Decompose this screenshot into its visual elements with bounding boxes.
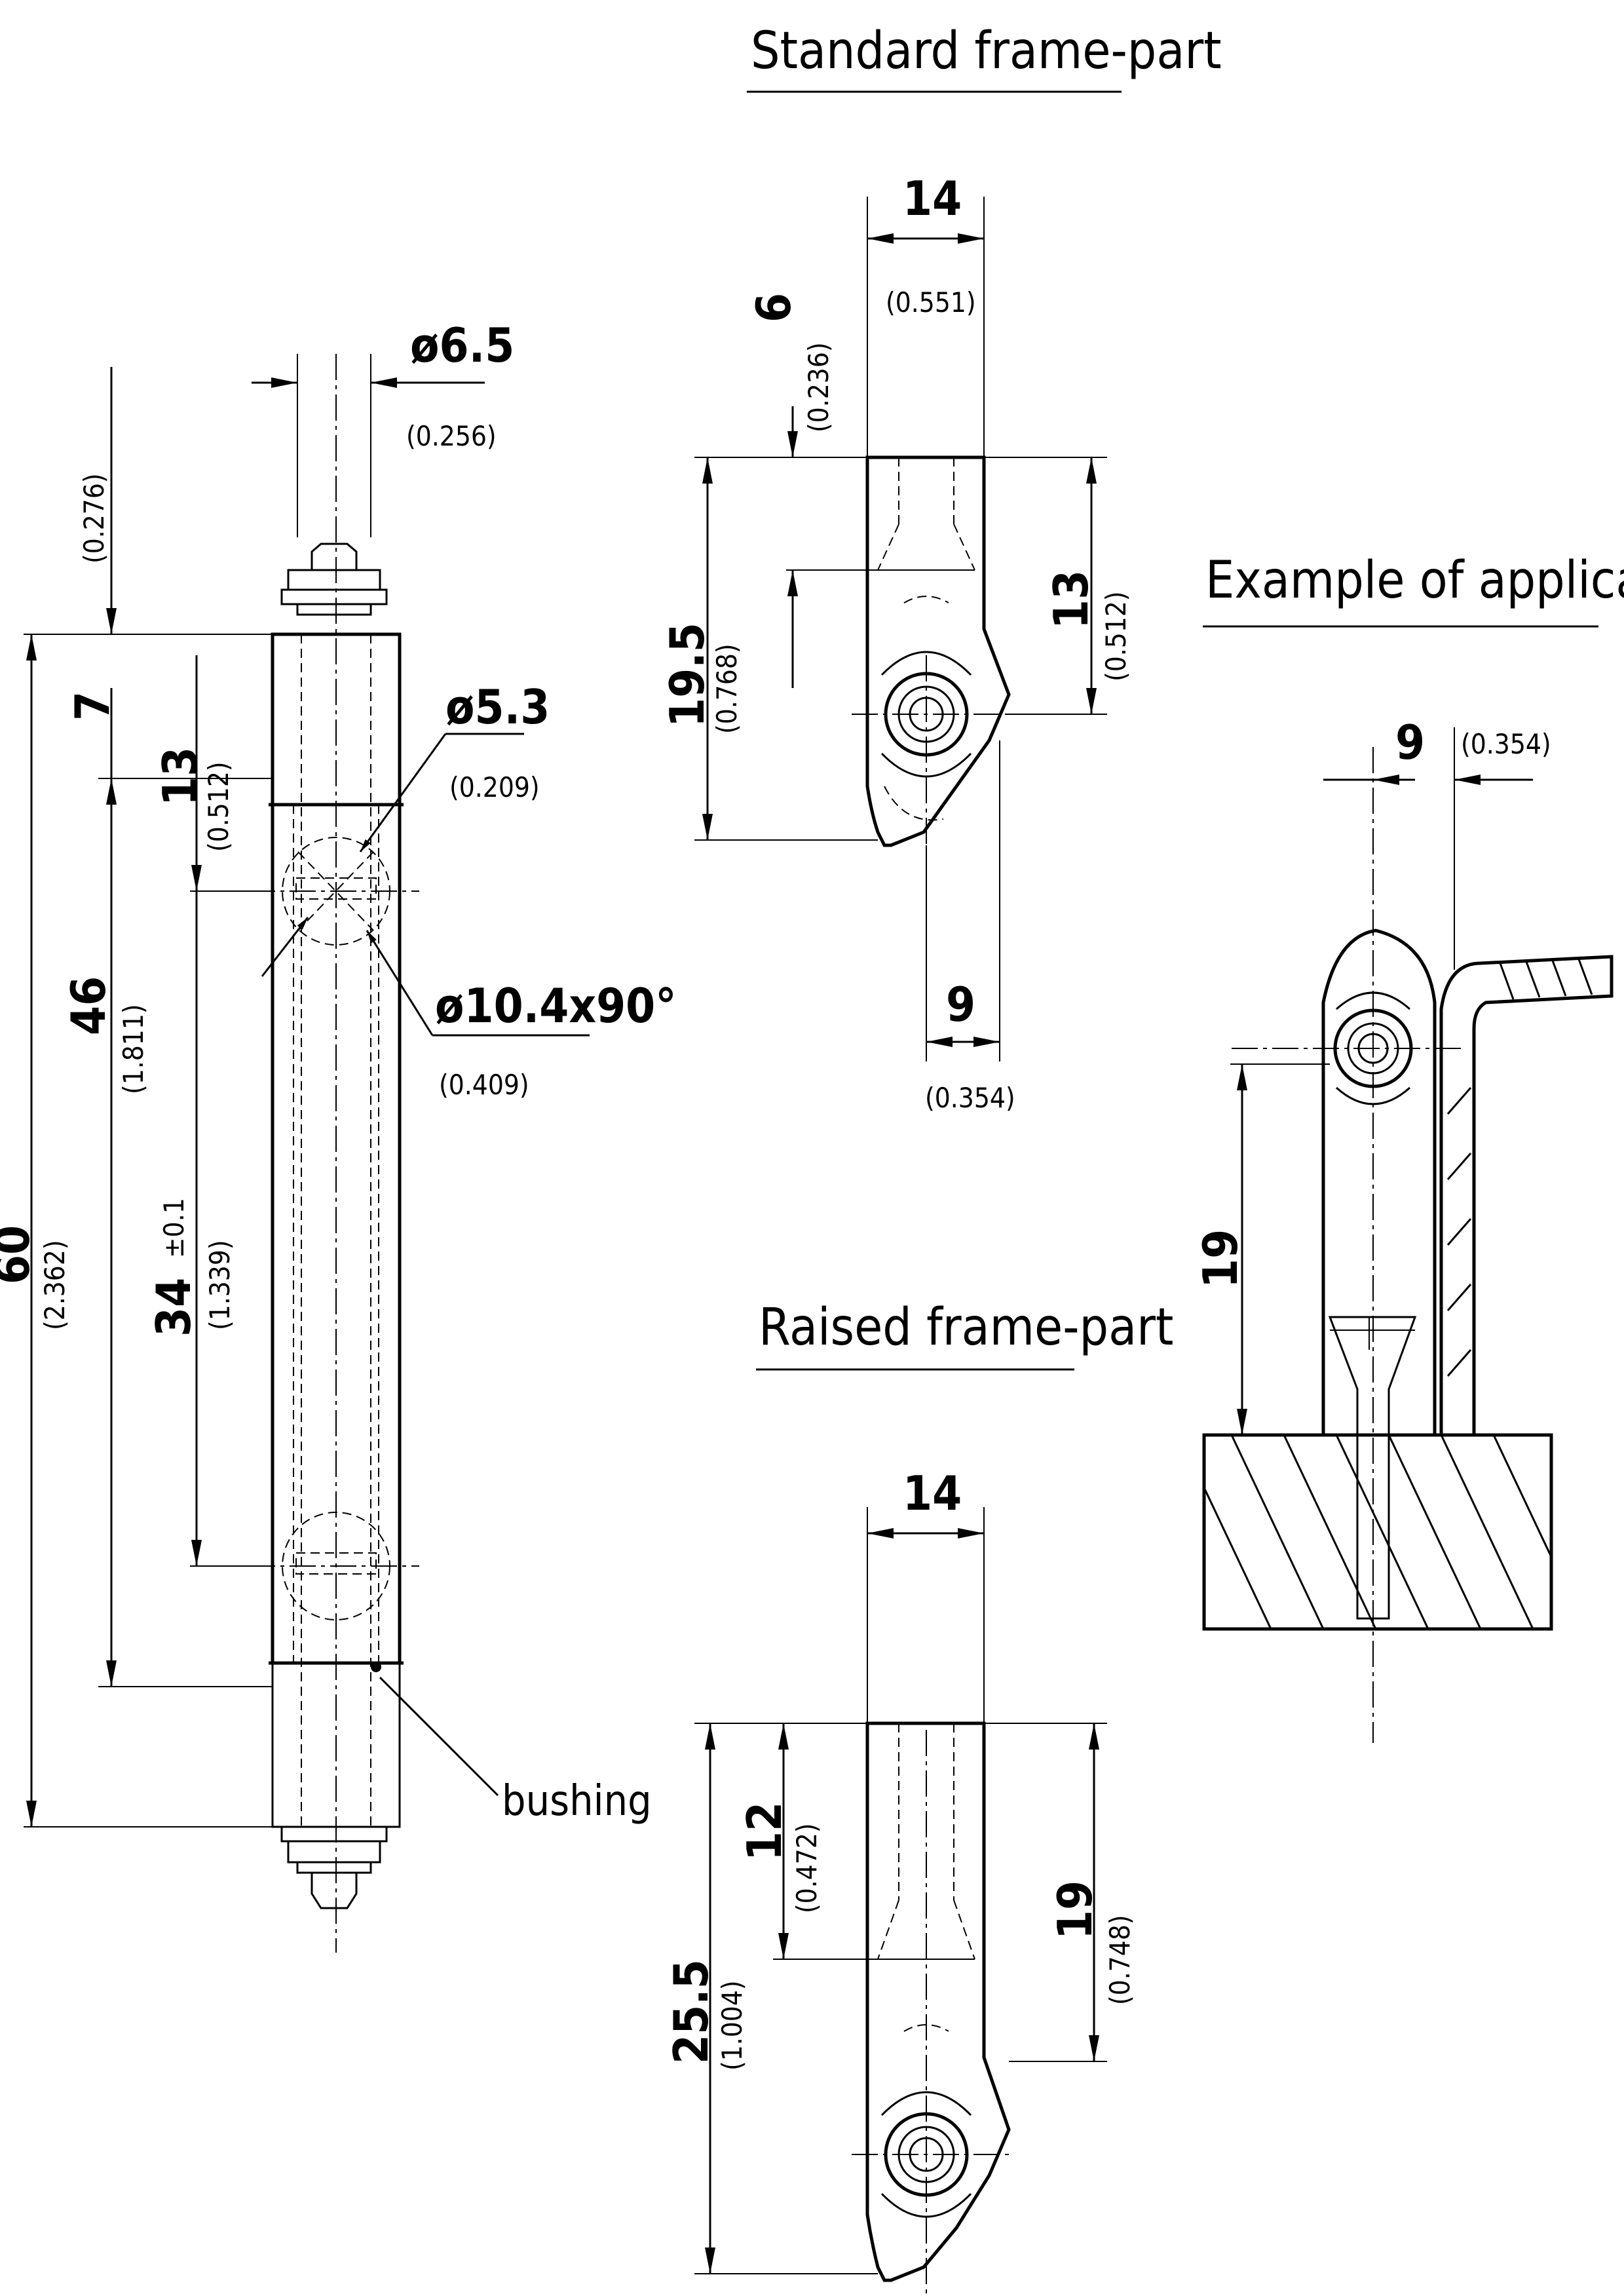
dim-application-9: 9 bbox=[1395, 715, 1425, 770]
dim-top-inch: (0.276) bbox=[78, 473, 110, 564]
dim-diameter-6-5: ø6.5 bbox=[410, 318, 514, 373]
dim-raised-12: 12 bbox=[737, 1802, 792, 1861]
title-raised-frame-part: Raised frame-part bbox=[759, 1298, 1173, 1357]
title-example-application: Example of application bbox=[1205, 551, 1624, 610]
dim-diameter-5-3-inch: (0.209) bbox=[449, 771, 540, 803]
dim-46-inch: (1.811) bbox=[117, 1004, 149, 1094]
application-view bbox=[1202, 747, 1614, 1743]
dim-standard-6: 6 bbox=[746, 293, 801, 322]
dim-standard-9-inch: (0.354) bbox=[925, 1082, 1015, 1114]
dim-raised-12-inch: (0.472) bbox=[791, 1823, 823, 1913]
dim-34-tolerance: ±0.1 bbox=[158, 1198, 190, 1258]
dim-standard-14-inch: (0.551) bbox=[886, 286, 976, 318]
raised-frame-part-view bbox=[852, 1721, 1011, 2293]
hinge-pin-side-view bbox=[249, 354, 419, 1953]
dim-raised-14: 14 bbox=[903, 1466, 962, 1521]
dim-standard-6-inch: (0.236) bbox=[803, 342, 835, 432]
application-dimensions bbox=[1230, 727, 1533, 1435]
dim-application-9-inch: (0.354) bbox=[1461, 728, 1551, 760]
dim-standard-13-inch: (0.512) bbox=[1100, 591, 1132, 681]
dim-raised-19: 19 bbox=[1048, 1881, 1103, 1940]
dim-diameter-10-4: ø10.4x90° bbox=[435, 978, 677, 1033]
dim-13-left: 13 bbox=[153, 747, 208, 806]
hinge-pin-dimensions bbox=[24, 354, 590, 1827]
dim-raised-25-5-inch: (1.004) bbox=[716, 1980, 748, 2071]
dim-application-19: 19 bbox=[1193, 1229, 1248, 1288]
dim-raised-19-inch: (0.748) bbox=[1104, 1915, 1136, 2005]
dim-34-inch: (1.339) bbox=[204, 1240, 236, 1330]
dim-diameter-6-5-inch: (0.256) bbox=[406, 420, 497, 452]
standard-frame-part-dimensions bbox=[694, 197, 1107, 1062]
dim-diameter-5-3: ø5.3 bbox=[445, 679, 550, 735]
dim-diameter-10-4-inch: (0.409) bbox=[439, 1069, 529, 1101]
dim-60: 60 bbox=[0, 1225, 40, 1284]
title-standard-frame-part: Standard frame-part bbox=[751, 22, 1222, 81]
dim-34: 34 bbox=[146, 1278, 201, 1337]
dim-standard-9: 9 bbox=[946, 977, 975, 1032]
label-bushing: bushing bbox=[502, 1777, 652, 1826]
dim-standard-19-5-inch: (0.768) bbox=[711, 643, 743, 734]
dim-60-inch: (2.362) bbox=[39, 1240, 71, 1330]
dim-raised-25-5: 25.5 bbox=[664, 1959, 719, 2064]
dim-46: 46 bbox=[61, 976, 116, 1035]
raised-frame-part-dimensions bbox=[694, 1507, 1107, 2274]
dim-standard-14: 14 bbox=[903, 171, 962, 226]
standard-frame-part-view bbox=[852, 455, 1011, 878]
dim-standard-13: 13 bbox=[1044, 570, 1099, 629]
dim-7: 7 bbox=[65, 691, 120, 721]
dim-13-left-inch: (0.512) bbox=[202, 761, 235, 852]
dim-standard-19-5: 19.5 bbox=[660, 622, 715, 727]
